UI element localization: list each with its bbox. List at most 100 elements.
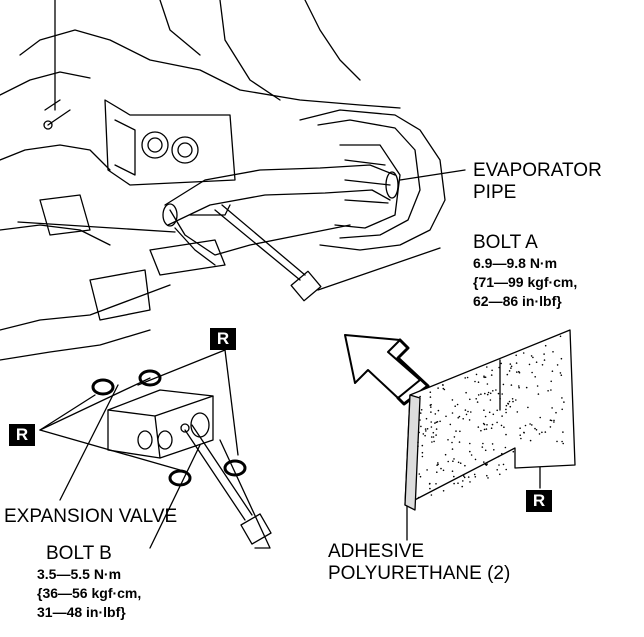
- texture-dot: [442, 469, 445, 472]
- texture-dot: [544, 344, 547, 347]
- texture-dot: [429, 487, 431, 490]
- texture-dot: [501, 393, 504, 395]
- bolt-b-torque-3: 31—48 in·lbf}: [37, 604, 126, 620]
- texture-dot: [469, 398, 471, 401]
- texture-dot: [535, 361, 538, 364]
- texture-dot: [457, 482, 459, 485]
- texture-dot: [538, 433, 541, 435]
- texture-dot: [505, 468, 508, 471]
- adhesive-line-1: ADHESIVE: [328, 541, 425, 562]
- texture-dot: [544, 431, 547, 433]
- texture-dot: [515, 354, 517, 357]
- texture-dot: [447, 460, 450, 463]
- texture-dot: [453, 475, 455, 478]
- texture-dot: [502, 383, 505, 386]
- texture-dot: [483, 461, 485, 463]
- texture-dot: [482, 422, 485, 425]
- texture-dot: [491, 369, 493, 372]
- texture-dot: [551, 407, 553, 409]
- texture-dot: [475, 398, 478, 400]
- texture-dot: [500, 362, 503, 365]
- texture-dot: [470, 454, 473, 456]
- texture-dot: [525, 386, 528, 389]
- texture-dot: [508, 400, 511, 403]
- texture-dot: [549, 419, 552, 422]
- texture-dot: [489, 392, 492, 395]
- texture-dot: [459, 462, 462, 465]
- texture-dot: [419, 412, 422, 414]
- evaporator-pipe-line-2: PIPE: [473, 182, 517, 203]
- texture-dot: [451, 412, 454, 414]
- texture-dot: [480, 429, 482, 432]
- texture-dot: [486, 463, 488, 465]
- texture-dot: [488, 411, 491, 414]
- texture-dot: [497, 392, 500, 395]
- texture-dot: [436, 471, 438, 474]
- texture-dot: [464, 464, 466, 467]
- texture-dot: [501, 452, 503, 455]
- texture-dot: [535, 429, 538, 431]
- texture-dot: [465, 391, 467, 394]
- texture-dot: [559, 335, 562, 338]
- texture-dot: [435, 434, 437, 436]
- texture-dot: [483, 409, 485, 412]
- texture-dot: [553, 419, 555, 422]
- texture-dot: [559, 372, 562, 374]
- texture-dot: [551, 370, 554, 373]
- texture-dot: [486, 474, 488, 477]
- texture-dot: [433, 440, 435, 443]
- texture-dot: [534, 427, 536, 430]
- texture-dot: [462, 480, 464, 482]
- texture-dot: [451, 441, 453, 444]
- texture-dot: [484, 376, 487, 379]
- texture-dot: [493, 449, 495, 451]
- texture-dot: [490, 427, 493, 430]
- texture-dot: [449, 423, 452, 426]
- texture-dot: [453, 436, 456, 438]
- texture-dot: [474, 380, 476, 383]
- texture-dot: [496, 421, 498, 424]
- bolt-a-torque-2: {71—99 kgf·cm,: [473, 274, 578, 290]
- texture-dot: [487, 391, 490, 394]
- texture-dot: [550, 380, 552, 383]
- texture-dot: [519, 427, 521, 430]
- texture-dot: [466, 376, 469, 379]
- adhesive-texture: [417, 335, 565, 499]
- o-rings: [91, 369, 247, 487]
- texture-dot: [477, 426, 480, 428]
- texture-dot: [505, 411, 507, 414]
- texture-dot: [550, 389, 552, 391]
- adhesive-line-2: POLYURETHANE (2): [328, 563, 511, 584]
- texture-dot: [419, 395, 421, 398]
- texture-dot: [504, 446, 507, 449]
- texture-dot: [434, 422, 436, 424]
- evaporator-ports: [141, 131, 199, 164]
- leader-lines: [17, 169, 541, 549]
- texture-dot: [476, 401, 479, 403]
- texture-dot: [495, 389, 497, 391]
- texture-dot: [432, 436, 435, 438]
- texture-dot: [508, 370, 511, 372]
- texture-dot: [519, 434, 521, 437]
- expansion-valve-label: EXPANSION VALVE: [4, 506, 178, 527]
- texture-dot: [489, 399, 492, 401]
- texture-dot: [490, 374, 493, 376]
- texture-dot: [451, 399, 454, 401]
- texture-dot: [444, 453, 447, 456]
- texture-dot: [498, 464, 500, 466]
- texture-dot: [484, 463, 487, 466]
- texture-dot: [505, 404, 508, 407]
- texture-dot: [541, 431, 543, 434]
- texture-dot: [431, 441, 433, 443]
- texture-dot: [469, 450, 471, 453]
- texture-dot: [481, 446, 484, 448]
- texture-dot: [485, 428, 488, 430]
- texture-dot: [484, 449, 487, 452]
- texture-dot: [451, 470, 454, 473]
- texture-dot: [422, 433, 425, 435]
- texture-dot: [436, 421, 439, 423]
- evaporator-pipe: [162, 164, 399, 266]
- evaporator-pipe-label: EVAPORATOR PIPE: [473, 160, 602, 204]
- texture-dot: [561, 440, 563, 443]
- texture-dot: [442, 384, 444, 386]
